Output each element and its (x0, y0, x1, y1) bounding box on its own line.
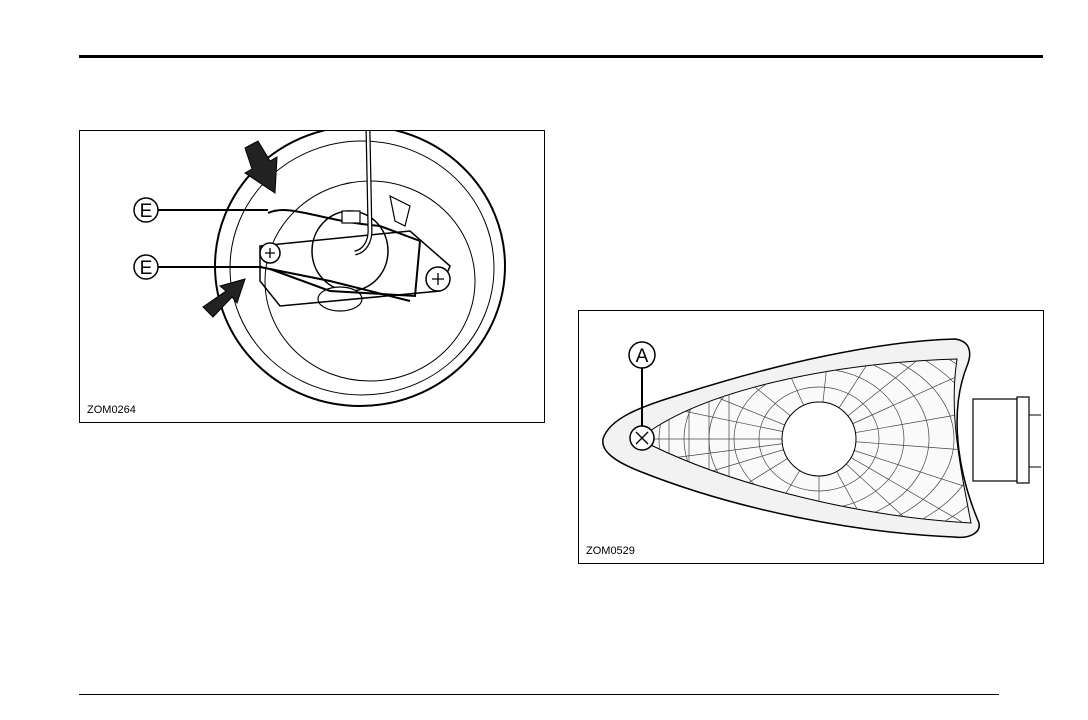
bulb-tab (342, 211, 360, 223)
figure-code: ZOM0529 (586, 545, 635, 557)
connector-flange (1017, 397, 1029, 483)
figure-code: ZOM0264 (87, 404, 136, 416)
arrow-down-icon (245, 141, 277, 193)
footer-rule (79, 694, 999, 695)
indicator-lens-illustration: A (579, 311, 1043, 563)
figure-zom0529: A ZOM0529 (578, 310, 1044, 564)
callout-label-a: A (636, 346, 649, 367)
arrow-up-icon (203, 279, 245, 317)
header-rule (79, 55, 1043, 58)
bulb-window (782, 402, 856, 476)
figure-zom0264: E E ZOM0264 (79, 130, 545, 423)
lamp-holder-illustration: E E (80, 131, 544, 422)
callout-label-lower: E (140, 258, 153, 279)
connector-housing (973, 399, 1017, 481)
callout-label-upper: E (140, 201, 153, 222)
clip-hook (390, 196, 410, 226)
